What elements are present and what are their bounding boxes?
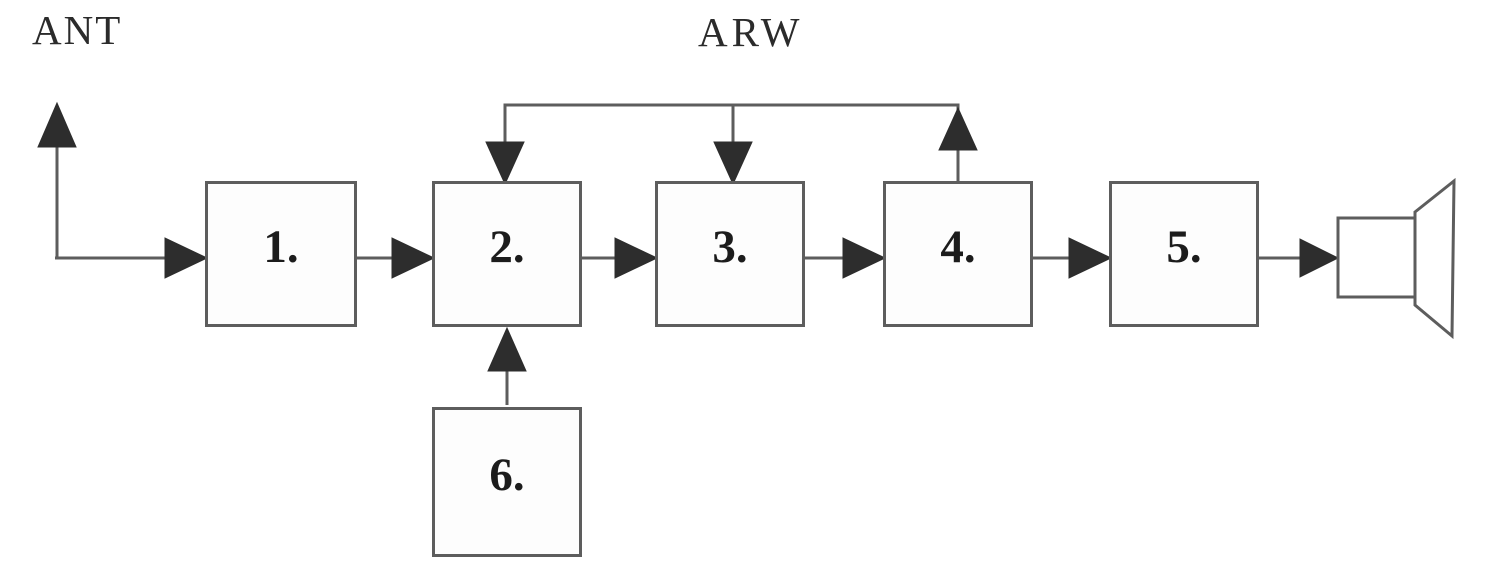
block-2-label: 2. <box>489 221 525 273</box>
connector-2-to-3 <box>582 237 659 279</box>
arw-up-arrowhead-from-block4 <box>938 106 978 151</box>
block-1: 1. <box>205 181 357 327</box>
block-5-label: 5. <box>1166 221 1202 273</box>
block-3: 3. <box>655 181 805 327</box>
speaker-icon <box>1336 177 1456 340</box>
arrowhead-2-to-3 <box>614 237 659 279</box>
connector-6-to-2 <box>487 326 527 405</box>
block-1-label: 1. <box>263 221 299 273</box>
block-3-label: 3. <box>712 221 748 273</box>
arw-down-arrowhead-block2 <box>485 141 525 186</box>
block-5: 5. <box>1109 181 1259 327</box>
antenna-icon <box>37 101 209 279</box>
block-6-label: 6. <box>489 449 525 501</box>
speaker-body <box>1336 216 1417 299</box>
block-4: 4. <box>883 181 1033 327</box>
arrowhead-4-to-5 <box>1068 237 1113 279</box>
block-6: 6. <box>432 407 582 557</box>
connector-4-to-5 <box>1033 237 1113 279</box>
arw-feedback-bus <box>485 103 978 186</box>
connector-5-to-speaker <box>1259 238 1340 278</box>
arrowhead-3-to-4 <box>842 237 887 279</box>
connector-1-to-2 <box>357 237 436 279</box>
connector-3-to-4 <box>805 237 887 279</box>
speaker-cone <box>1413 177 1456 340</box>
antenna-label: ANT <box>32 7 123 53</box>
arw-down-arrowhead-block3 <box>713 141 753 186</box>
block-4-label: 4. <box>940 221 976 273</box>
arrowhead-1-to-2 <box>391 237 436 279</box>
arrowhead-5-to-speaker <box>1299 238 1340 278</box>
arrowhead-6-to-2 <box>487 326 527 372</box>
antenna-to-block1-arrowhead <box>164 237 209 279</box>
block-2: 2. <box>432 181 582 327</box>
arw-label: ARW <box>698 9 804 55</box>
antenna-up-arrowhead <box>37 101 77 148</box>
